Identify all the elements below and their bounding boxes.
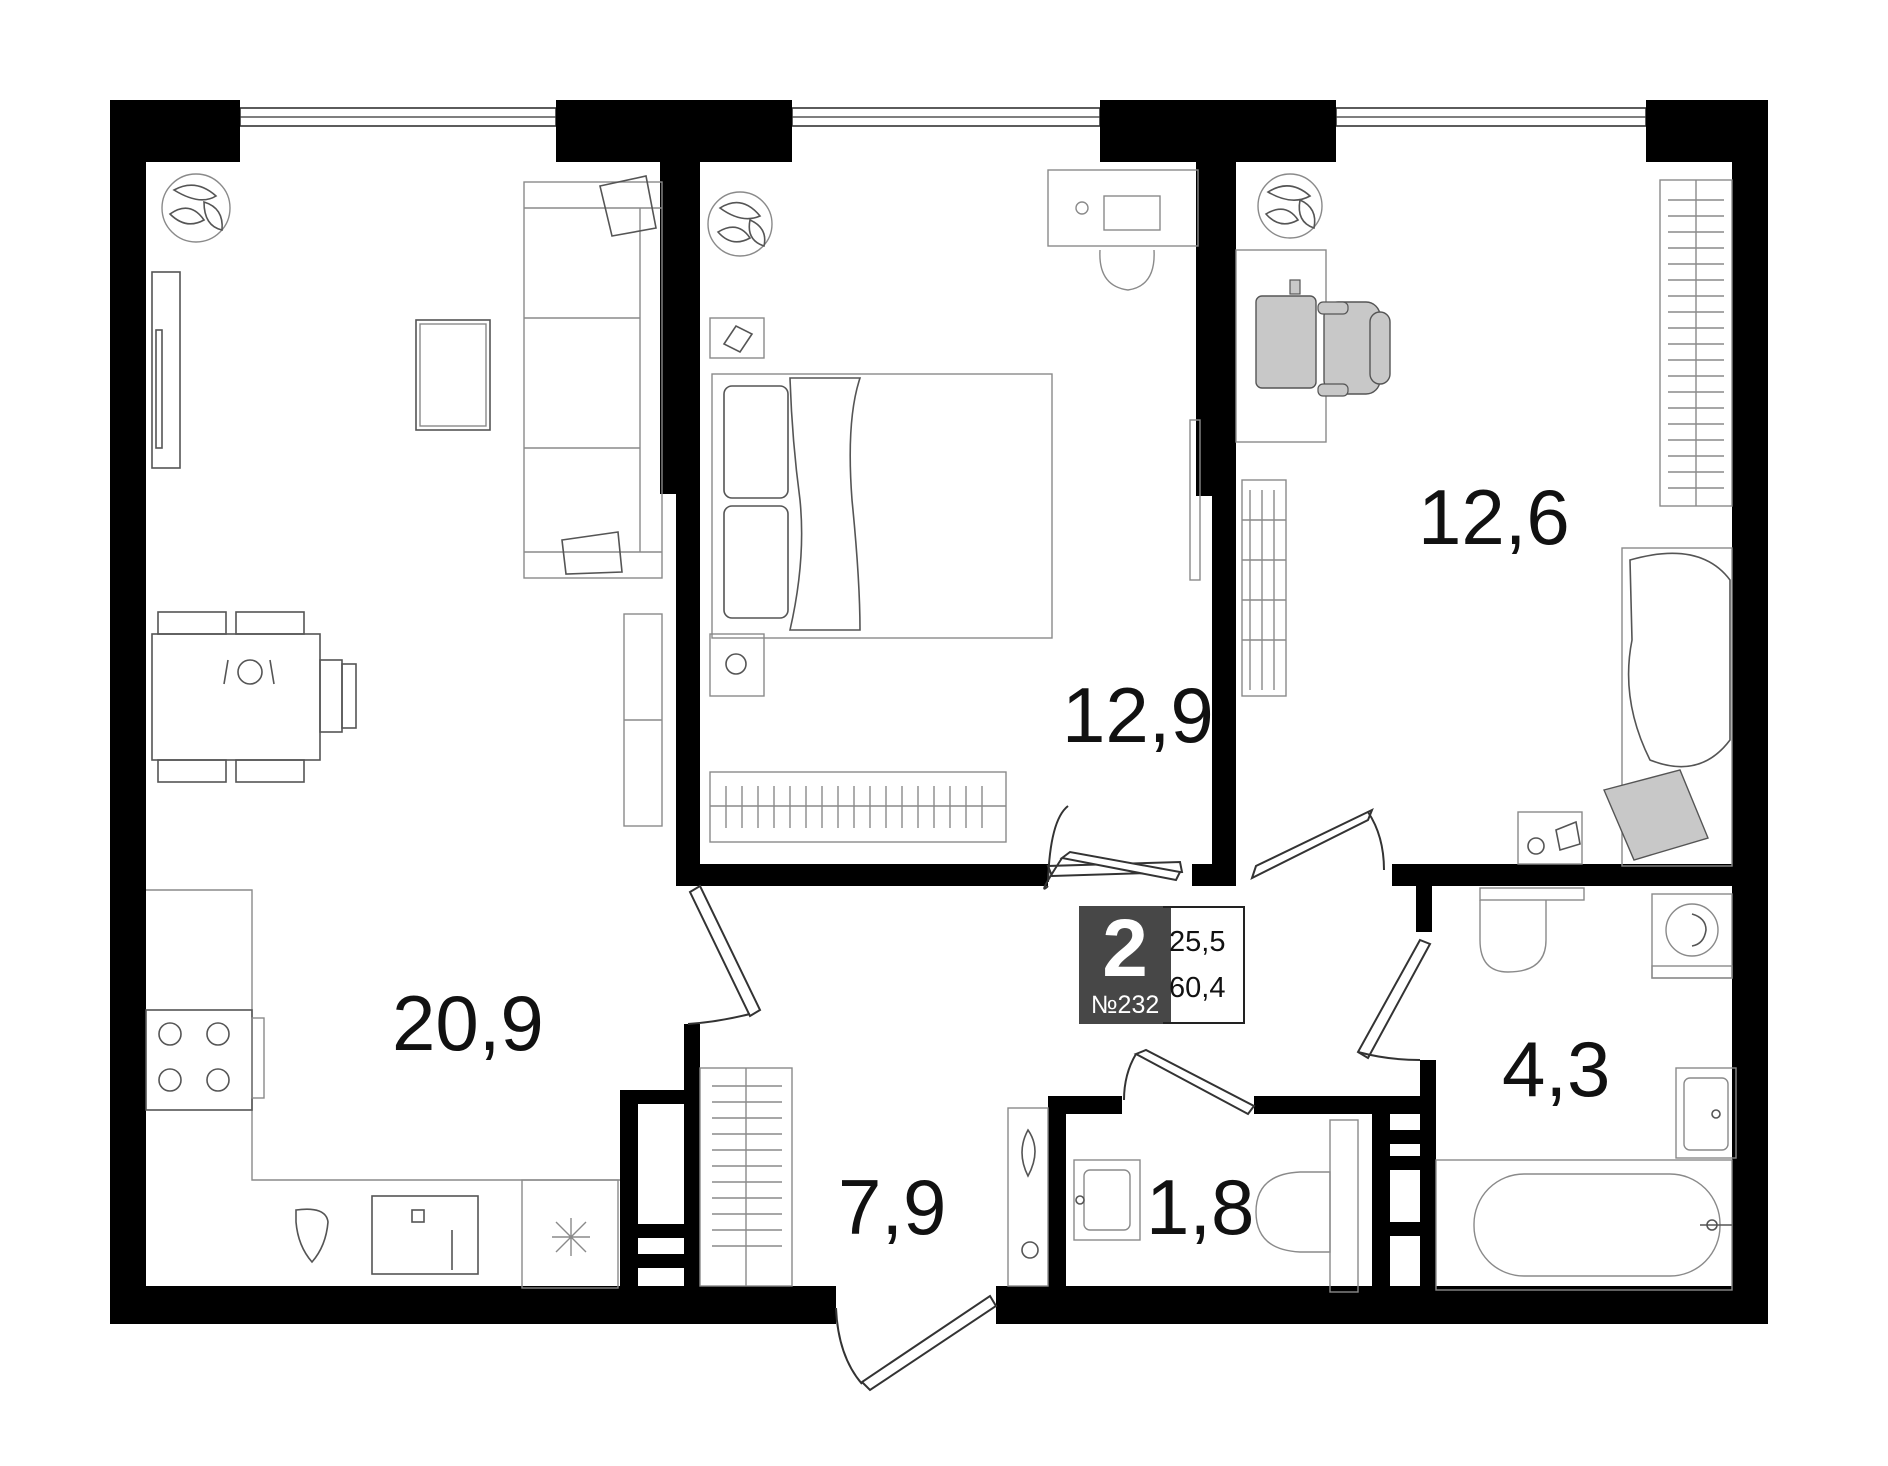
toilet-bowl xyxy=(1255,1171,1331,1253)
area-bedroom: 12,9 xyxy=(1062,671,1214,759)
living-furniture xyxy=(145,173,663,1289)
area-living-kitchen: 20,9 xyxy=(392,979,544,1067)
living-area: 25,5 xyxy=(1169,926,1226,958)
single-bed xyxy=(1603,547,1733,867)
total-area: 60,4 xyxy=(1169,972,1226,1004)
apartment-badge: 2 №232 xyxy=(1079,906,1171,1024)
door-room-two xyxy=(1250,807,1374,880)
bathroom-toilet xyxy=(1479,900,1547,973)
bedroom-furniture xyxy=(707,169,1201,843)
area-room-two: 12,6 xyxy=(1418,473,1570,561)
walls xyxy=(110,100,1768,1324)
apartment-number: №232 xyxy=(1090,991,1160,1019)
door-bedroom xyxy=(1059,850,1182,882)
windows xyxy=(239,107,1647,127)
door-living xyxy=(688,884,762,1018)
office-chair xyxy=(1317,301,1391,397)
wardrobe-bedroom xyxy=(709,771,1007,843)
desk xyxy=(1047,169,1199,247)
coffee-table xyxy=(415,319,491,431)
bathroom-furniture xyxy=(1435,887,1737,1291)
toilet-sink xyxy=(1073,1159,1141,1241)
area-hallway: 7,9 xyxy=(838,1163,947,1251)
double-bed xyxy=(711,373,1053,639)
plant-icon xyxy=(1257,173,1323,239)
bathroom-sink xyxy=(1675,1067,1737,1159)
hallway-furniture xyxy=(699,1067,1049,1287)
plant-icon xyxy=(161,173,231,243)
bathtub xyxy=(1435,1159,1733,1291)
rooms-count: 2 xyxy=(1102,903,1148,994)
kitchen-counter xyxy=(145,889,620,1289)
area-toilet: 1,8 xyxy=(1146,1163,1255,1251)
dining-table xyxy=(151,611,357,783)
door-entrance xyxy=(860,1294,998,1392)
plant-icon xyxy=(707,191,773,257)
tv-stand xyxy=(151,271,181,469)
toilet-furniture xyxy=(1073,1119,1359,1293)
door-bathroom xyxy=(1356,938,1432,1060)
door-toilet xyxy=(1133,1048,1256,1116)
apartment-areas: 25,5 60,4 xyxy=(1163,906,1245,1024)
room-two-furniture xyxy=(1235,173,1733,867)
shelf-room-two xyxy=(1241,479,1287,697)
doors xyxy=(687,805,1432,1392)
washing-machine xyxy=(1651,893,1733,979)
sofa xyxy=(523,175,663,579)
wardrobe-room-two xyxy=(1659,179,1733,507)
area-bathroom: 4,3 xyxy=(1502,1025,1611,1113)
